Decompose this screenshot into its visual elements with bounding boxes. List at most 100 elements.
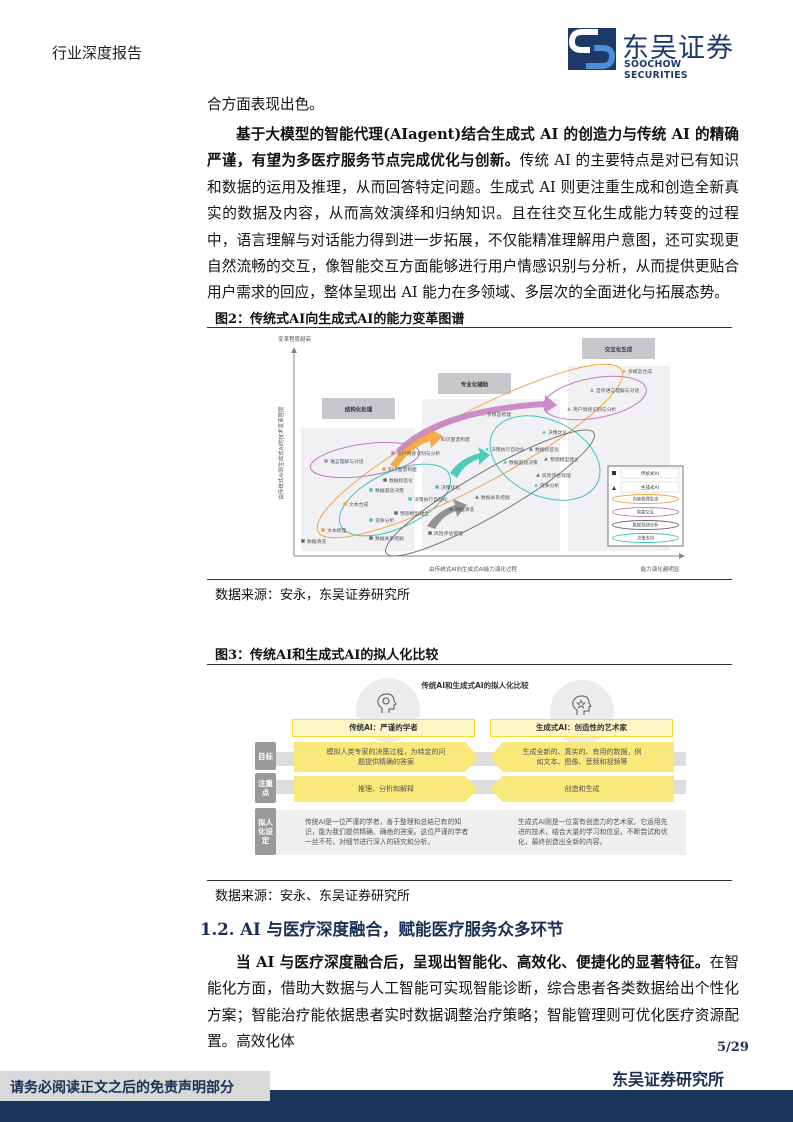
figure2-caption: 图2：传统式AI向生成式AI的能力变革图谱 [215,312,465,327]
point-label: 数据驱动决策 [375,487,404,494]
scholar-head-icon [377,693,397,713]
point-triangle-icon [449,507,453,511]
legend-generative: 生成式AI [641,484,659,491]
y-top-label: 变革程度越高 [278,335,312,343]
ellipse-interaction [309,441,421,479]
point-square-icon [382,467,386,471]
figure3-title: 传统AI和生成式AI的拟人化比较 [421,681,529,690]
report-type: 行业深度报告 [52,44,143,62]
disclaimer-link[interactable]: 请务必阅读正文之后的免责声明部分 [0,1071,270,1101]
paragraph-2-lead: 当 AI 与医疗深度融合后，呈现出智能化、高效化、便捷化的显著特征。 [236,954,710,971]
left-persona: 传统AI是一位严谨的学者，善于整理和总结已有的知识，能为我们提供精确、确凿的答案… [305,818,469,846]
row-label-persona: 拟人化设定 [255,808,276,855]
right-header: 生成式AI：创造性的艺术家 [490,719,673,737]
legend-ellipse-icon [612,507,679,517]
soochow-logo-icon [568,28,616,70]
point-square-icon [369,536,373,540]
point-triangle-icon [485,447,489,451]
point-label: 数据标签化 [535,446,559,453]
stage-label: 交互化生成 [605,346,633,354]
legend-group-label: 数据预测分析 [633,522,659,529]
point-square-icon [408,497,412,501]
figure3-source: 数据来源：安永、东吴证券研究所 [215,889,411,904]
point-square-icon [343,502,347,506]
evolution-arrow-icon [450,447,490,478]
paragraph-0: 合方面表现出色。 [207,96,324,113]
point-label: 多模态合成 [628,368,652,375]
x-axis-label: 由传统式AI向生成式AI能力演化过程 [429,565,517,573]
legend-triangle-icon [612,486,616,490]
stage-header [582,338,655,359]
point-triangle-icon [534,483,538,487]
point-square-icon [391,451,395,455]
paragraph-1-body: 传统 AI 的主要特点是对已有知识和数据的运用及推理，从而回答特定问题。生成式 … [207,152,739,302]
point-triangle-icon [542,430,546,434]
point-label: 决策优化 [548,429,567,436]
divider [207,880,732,881]
point-label: 用户情感识别与分析 [573,406,616,413]
point-label: 自然语言理解与对话 [596,387,639,394]
page-number: 5/29 [717,1040,749,1055]
point-label: 预测模型建立 [400,510,429,517]
ellipse-decision [489,415,601,501]
figure3-diagram: 传统AI和生成式AI的拟人化比较 传统AI：严谨的学者 生成式AI：创造性的艺术… [250,675,700,865]
legend-ellipse-icon [612,520,679,530]
legend-ellipse-icon [612,533,679,543]
y-axis-label: 由传统式AI到生成式AI的技术变革程度 [277,406,285,500]
legend-ellipse-icon [612,494,679,504]
evolution-arrow-icon [395,395,557,451]
point-square-icon [301,539,305,543]
point-square-icon [435,485,439,489]
point-square-icon [324,459,328,463]
stage-header [438,373,511,394]
right-focus: 创造和生成 [490,776,674,802]
point-label: 知识图谱构建 [441,436,470,443]
paragraph-2-body: 在智能化方面，借助大数据与人工智能可实现智能诊断，综合患者各类数据给出个性化方案… [207,954,739,1051]
point-triangle-icon [536,473,540,477]
point-square-icon [369,518,373,522]
point-triangle-icon [475,495,479,499]
evolution-arrow-icon [427,499,467,529]
point-label: 竞争分析 [375,517,394,524]
left-goal: 模拟人类专家的决策过程，为特定的问题提供精确的答案 [294,742,478,772]
point-triangle-icon [590,388,594,392]
point-label: 竞争分析 [540,482,559,489]
point-label: 文本合成 [349,501,368,508]
point-label: 数据清洗 [307,538,326,545]
divider [207,579,732,580]
legend-group-label: 决策支持 [637,535,655,542]
point-triangle-icon [481,412,485,416]
point-label: 决策优化 [441,484,460,491]
point-square-icon [394,511,398,515]
footer-band [270,1090,793,1122]
left-header: 传统AI：严谨的学者 [292,719,475,737]
point-label: 决策执行自动化 [414,496,448,503]
point-label: 决策执行自动化 [491,446,525,453]
divider [207,664,732,665]
point-triangle-icon [435,437,439,441]
ellipse-prediction [384,429,596,557]
point-label: 知识图谱构建 [388,466,417,473]
paragraph-1: 基于大模型的智能代理(AIagent)结合生成式 AI 的创造力与传统 AI 的… [207,122,739,307]
point-label: 数据关系挖掘 [375,535,404,542]
point-label: 语言理解与对话 [330,458,364,465]
stage-header [322,398,395,419]
point-triangle-icon [544,457,548,461]
paragraph-2: 当 AI 与医疗深度融合后，呈现出智能化、高效化、便捷化的显著特征。在智能化方面… [207,950,739,1056]
legend-traditional: 传统式AI [641,470,659,477]
point-square-icon [428,531,432,535]
point-label: 文本梳理 [327,527,346,534]
logo-en: SOOCHOW SECURITIES [624,59,688,81]
legend-square-icon [612,471,616,475]
legend-group-label: 智能交互 [637,509,655,516]
footer-institute: 东吴证券研究所 [612,1070,725,1089]
logo-cn: 东吴证券 [622,33,734,64]
left-focus: 推理、分析和解释 [294,776,478,802]
point-triangle-icon [503,460,507,464]
y-axis-arrow-icon [291,347,297,353]
ellipse-decision [338,463,452,537]
paragraph-1-lead: 基于大模型的智能代理(AIagent)结合生成式 AI 的创造力与传统 AI 的… [207,126,739,170]
section-heading: 1.2. AI 与医疗深度融合，赋能医疗服务众多环节 [200,920,564,939]
right-persona: 生成式AI则是一位富有创造力的艺术家。它运用先进的技术，结合大量的学习和信息，不… [518,818,668,846]
figure3-caption: 图3：传统AI和生成式AI的拟人化比较 [215,648,439,663]
